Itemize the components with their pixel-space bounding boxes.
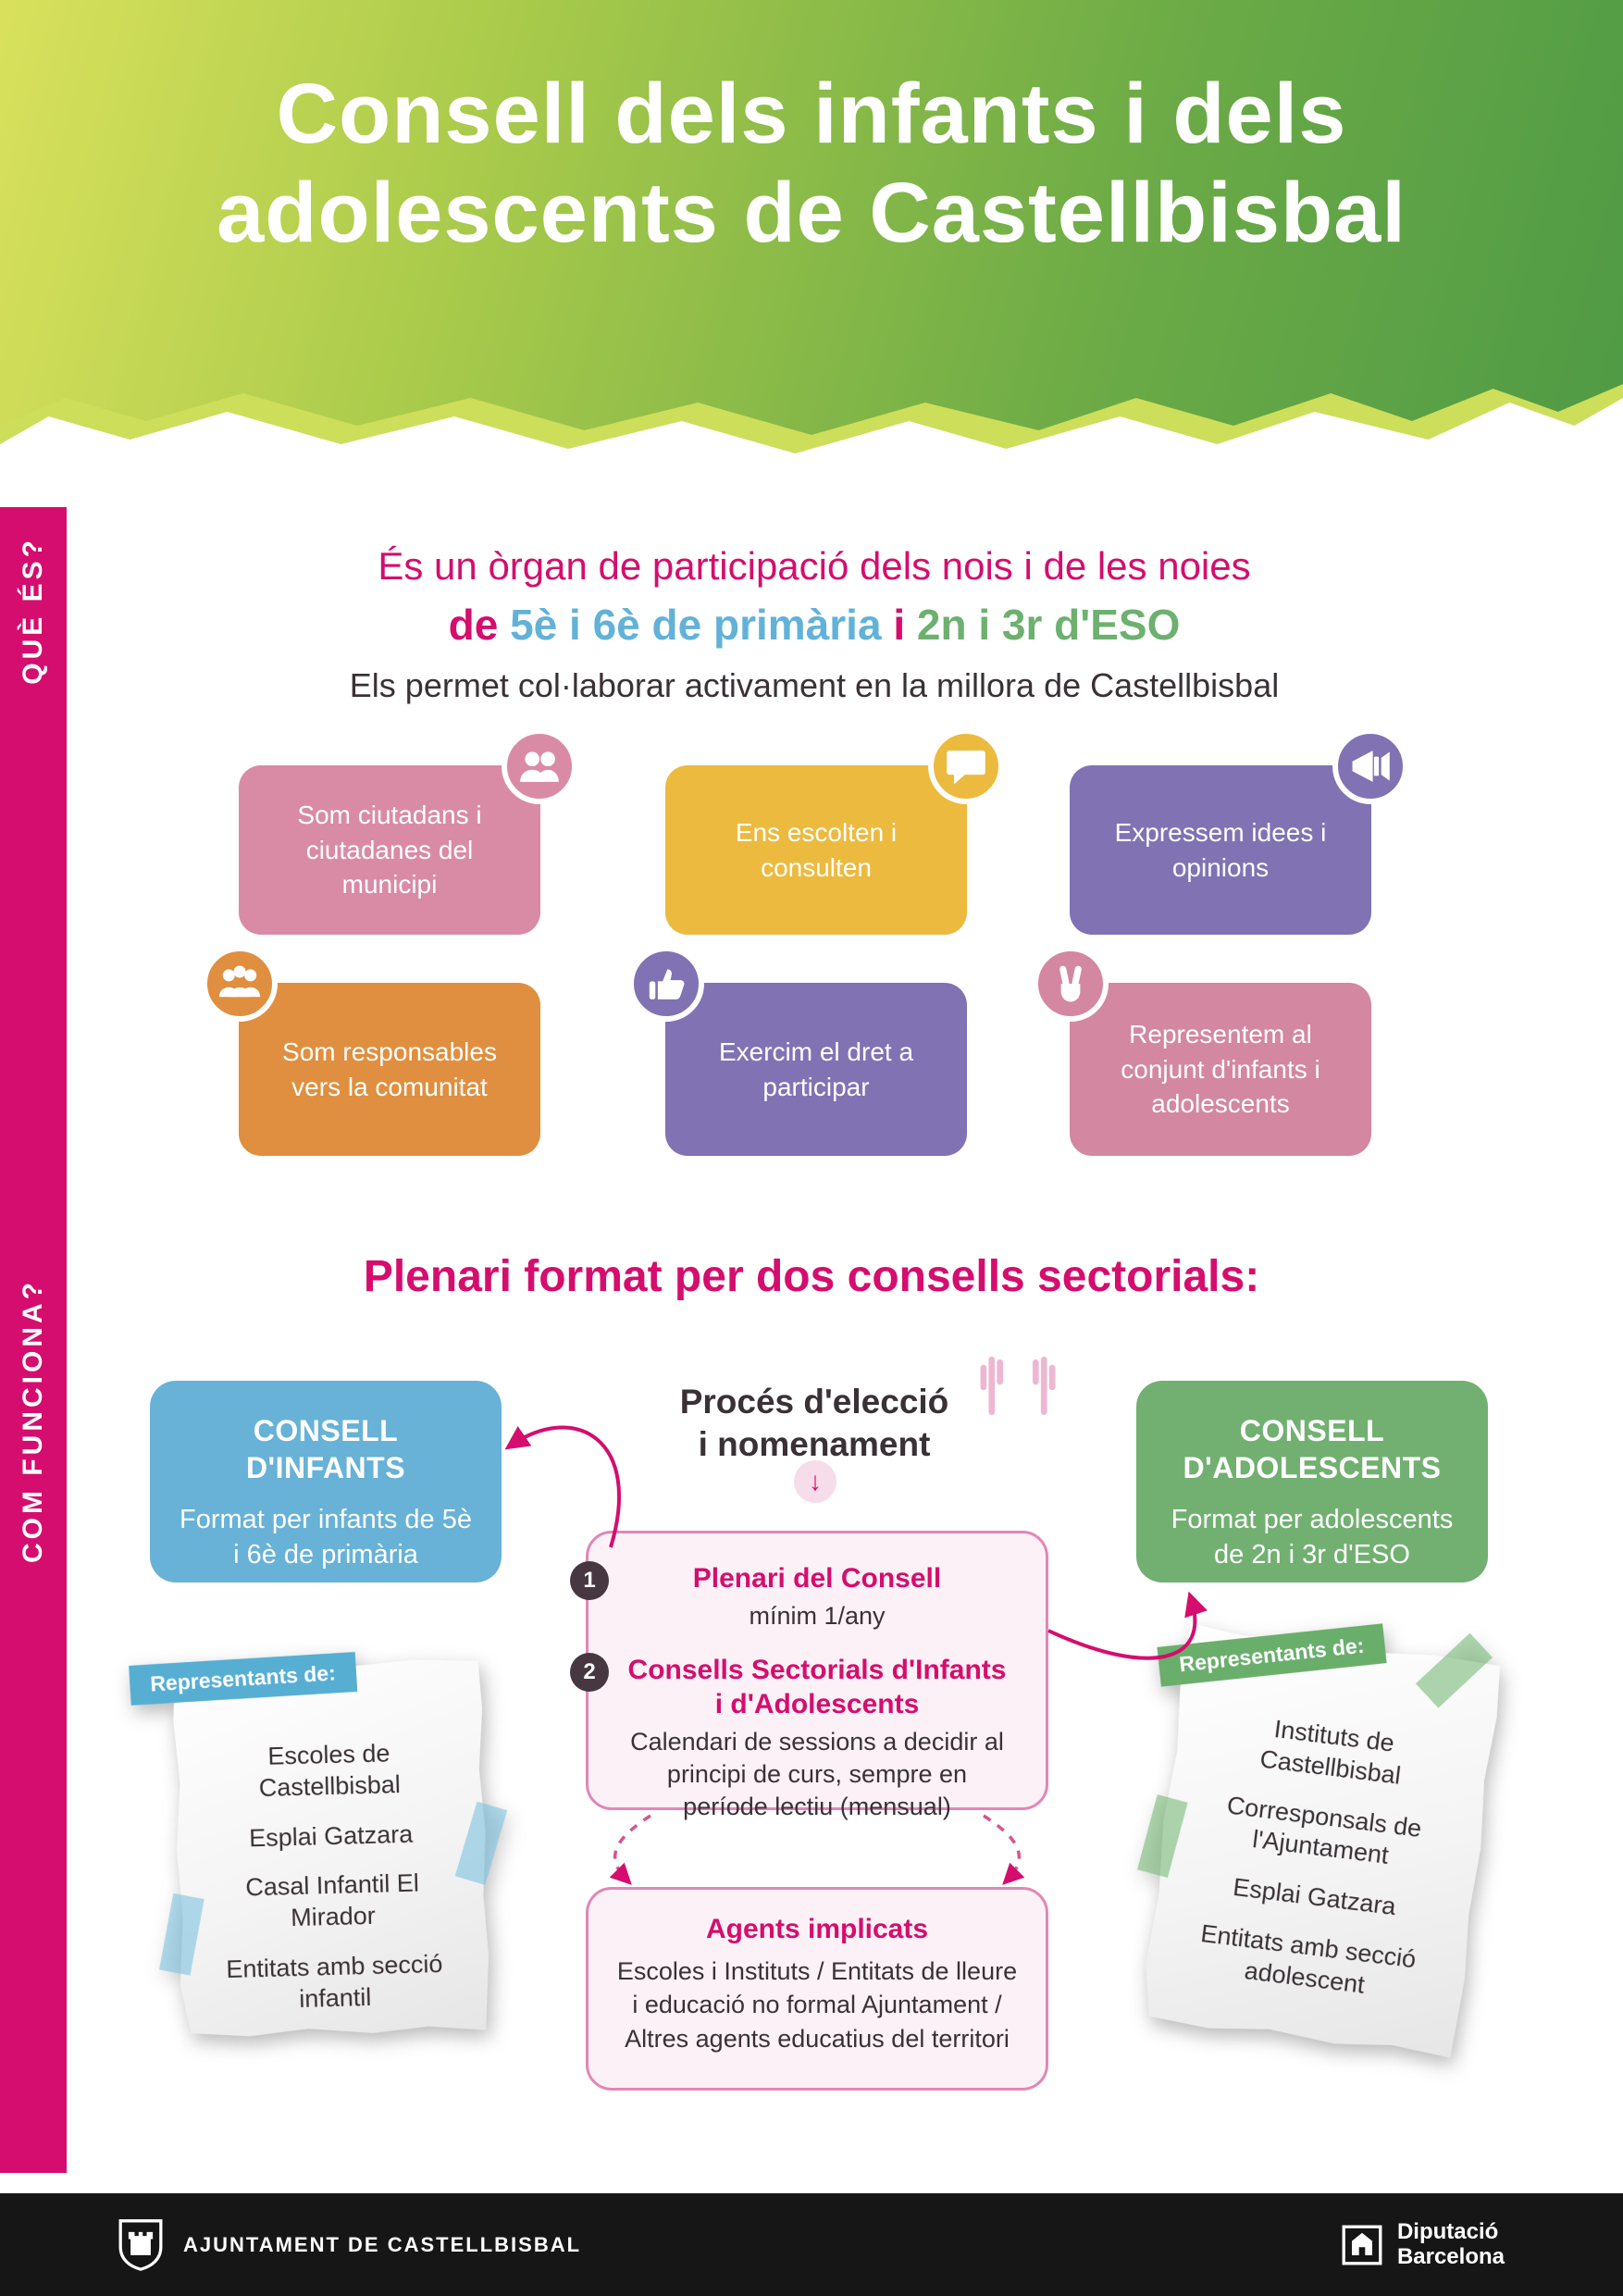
note-item: Entitats amb secció adolescent [1198, 1918, 1419, 1999]
header-banner: Consell dels infants i dels adolescents … [0, 0, 1623, 463]
consell-infants-subtitle: Format per infants de 5è i 6è de primàri… [180, 1505, 472, 1570]
intro-line2-mid: i [881, 601, 917, 649]
ajuntament-logo: AJUNTAMENT DE CASTELLBISBAL [118, 2218, 581, 2272]
intro-block: És un òrgan de participació dels nois i … [111, 544, 1518, 705]
megaphone-icon [1332, 728, 1408, 804]
intro-line1: És un òrgan de participació dels nois i … [378, 544, 1251, 588]
down-arrow-icon: ↓ [794, 1460, 836, 1503]
note-item: Corresponsals de l'Ajuntament [1225, 1790, 1424, 1870]
consell-adolescents-subtitle: Format per adolescents de 2n i 3r d'ESO [1171, 1505, 1454, 1570]
consell-infants-box: CONSELL D'INFANTS Format per infants de … [150, 1381, 502, 1582]
plenari-steps-box: 1 Plenari del Consell mínim 1/any 2 Cons… [570, 1531, 1048, 1820]
agents-implicats-box: Agents implicats Escoles i Instituts / E… [586, 1887, 1048, 2091]
diputacio-label: Diputació Barcelona [1396, 2219, 1505, 2269]
page-title-line2: adolescents de Castellbisbal [217, 165, 1406, 260]
note-representants-adolescents: Representants de: Instituts de Castellbi… [1137, 1623, 1504, 2059]
feature-card-expressem: Expressem idees i opinions [1070, 728, 1408, 935]
consell-adolescents-box: CONSELL D'ADOLESCENTS Format per adolesc… [1136, 1381, 1488, 1582]
feature-card-ciutadans: Som ciutadans i ciutadanes del municipi [239, 728, 577, 935]
step-consells-sectorials: 2 Consells Sectorials d'Infants i d'Adol… [570, 1652, 1012, 1823]
agents-desc: Escoles i Instituts / Entitats de lleure… [616, 1957, 1018, 2053]
feature-card-responsables: Som responsables vers la comunitat [202, 946, 540, 1156]
note-representants-infants: Representants de: Escoles de Castellbisb… [129, 1652, 508, 2039]
note-item: Esplai Gatzara [1231, 1872, 1398, 1921]
diputacio-logo-icon [1342, 2225, 1382, 2265]
feature-card-representem: Representem al conjunt d'infants i adole… [1033, 946, 1371, 1156]
feature-card-dret-participar: Exercim el dret a participar [628, 946, 967, 1156]
raised-hands-icon [970, 1347, 1066, 1417]
consell-infants-title: CONSELL D'INFANTS [245, 1414, 406, 1484]
intro-line2-eso: 2n i 3r d'ESO [916, 601, 1181, 649]
speech-bubble-icon [928, 728, 1004, 804]
note-item: Casal Infantil El Mirador [244, 1868, 420, 1932]
section-sidebar [0, 507, 67, 2173]
step-plenari: 1 Plenari del Consell mínim 1/any [570, 1561, 1012, 1632]
people-icon [502, 728, 577, 804]
note-item: Instituts de Castellbisbal [1258, 1715, 1403, 1790]
intro-line3: Els permet col·laborar activament en la … [349, 666, 1280, 704]
consell-adolescents-title: CONSELL D'ADOLESCENTS [1183, 1414, 1442, 1484]
sidebar-label-que-es: QUÈ ÉS? [18, 537, 48, 685]
page-title-line1: Consell dels infants i dels [276, 67, 1347, 161]
feature-card-escolten: Ens escolten i consulten [665, 728, 1004, 935]
thumbs-up-icon [628, 946, 704, 1022]
diputacio-logo: Diputació Barcelona [1342, 2219, 1505, 2269]
intro-line2-primaria: 5è i 6è de primària [510, 601, 882, 649]
step-number-badge: 1 [570, 1561, 609, 1600]
castellbisbal-crest-icon [118, 2218, 163, 2271]
how-heading: Plenari format per dos consells sectoria… [363, 1252, 1260, 1301]
intro-line2: de 5è i 6è de primària i 2n i 3r d'ESO [111, 600, 1518, 650]
agents-title: Agents implicats [705, 1914, 929, 1944]
page-title: Consell dels infants i dels adolescents … [0, 65, 1623, 262]
note-item: Escoles de Castellbisbal [258, 1739, 402, 1802]
note-item: Esplai Gatzara [248, 1819, 414, 1852]
community-icon [202, 946, 278, 1022]
footer-bar: AJUNTAMENT DE CASTELLBISBAL Diputació Ba… [0, 2193, 1623, 2296]
torn-paper-edge-front [0, 0, 1623, 435]
victory-hand-icon [1033, 946, 1109, 1022]
step-number-badge: 2 [570, 1652, 609, 1692]
note-item: Entitats amb secció infantil [225, 1949, 443, 2013]
torn-paper-note: Escoles de Castellbisbal Esplai Gatzara … [172, 1657, 490, 2039]
intro-line2-pre: de [448, 601, 511, 649]
ajuntament-label: AJUNTAMENT DE CASTELLBISBAL [183, 2232, 582, 2256]
process-title: Procés d'elecció i nomenament [679, 1383, 949, 1464]
